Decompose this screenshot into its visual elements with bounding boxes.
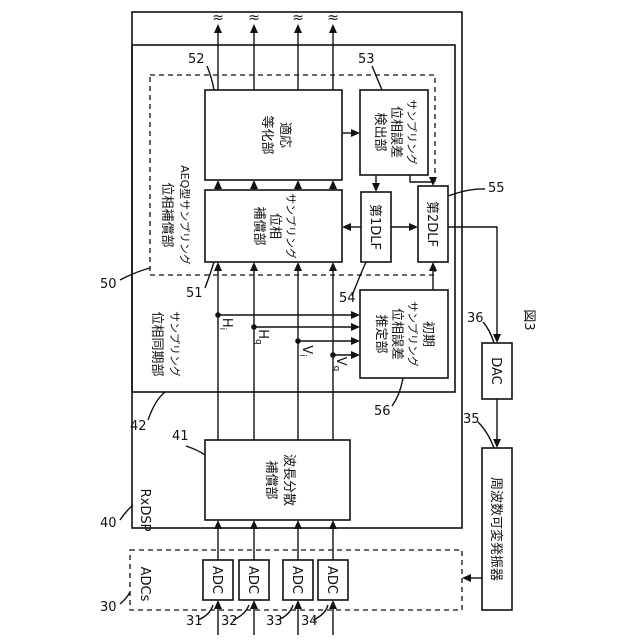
svg-text:位相: 位相 (267, 213, 282, 239)
adc3-label: ADC (289, 566, 304, 594)
ref-30: 30 (100, 600, 117, 615)
ref-55: 55 (488, 181, 505, 196)
svg-text:Hi: Hi (217, 318, 234, 330)
svg-text:サンプリング: サンプリング (406, 301, 420, 367)
svg-text:位相誤差: 位相誤差 (388, 106, 404, 158)
aeq-sampling-phase-comp-label: AEQ型サンプリング 位相補償部 (159, 165, 192, 265)
svg-text:図3: 図3 (521, 309, 536, 330)
adcs-label: ADCs (137, 567, 152, 602)
svg-text:等化部: 等化部 (259, 115, 275, 154)
ref-34: 34 (301, 614, 318, 629)
sampling-phase-sync-label: サンプリング 位相同期部 (149, 311, 182, 377)
svg-text:推定部: 推定部 (373, 314, 388, 353)
svg-text:波長分散: 波長分散 (281, 454, 296, 506)
svg-text:Vi: Vi (297, 345, 314, 356)
ref-52: 52 (188, 52, 205, 67)
svg-text:ADC: ADC (209, 566, 224, 594)
output-mark-3: ≈ (292, 10, 304, 26)
svg-text:Vq: Vq (331, 357, 348, 372)
svg-text:周波数可変発振器: 周波数可変発振器 (488, 477, 504, 581)
svg-text:RxDSP: RxDSP (137, 489, 152, 532)
output-mark-4: ≈ (327, 10, 339, 26)
signal-label-hq: Hq (253, 329, 270, 345)
ref-41: 41 (172, 429, 189, 444)
svg-text:適応: 適応 (277, 122, 293, 148)
ref-33: 33 (266, 614, 283, 629)
ref-56: 56 (374, 404, 391, 419)
second-dlf-label: 第2DLF (424, 201, 439, 247)
adc1-label: ADC (209, 566, 224, 594)
vco-label: 周波数可変発振器 (488, 477, 504, 581)
ref-31: 31 (186, 614, 203, 629)
ref-54: 54 (339, 291, 356, 306)
ref-35: 35 (463, 412, 480, 427)
dac-label: DAC (488, 357, 503, 385)
ref-40: 40 (100, 516, 117, 531)
adc2-label: ADC (245, 566, 260, 594)
svg-text:位相誤差: 位相誤差 (389, 308, 405, 360)
svg-text:ADC: ADC (324, 566, 339, 594)
svg-text:ADCs: ADCs (137, 567, 152, 602)
svg-text:ADC: ADC (289, 566, 304, 594)
svg-text:AEQ型サンプリング: AEQ型サンプリング (178, 165, 192, 265)
svg-text:位相補償部: 位相補償部 (159, 182, 174, 247)
output-mark-2: ≈ (248, 10, 260, 26)
svg-text:Hq: Hq (253, 329, 270, 345)
ref-42: 42 (130, 419, 147, 434)
svg-text:サンプリング: サンプリング (284, 193, 298, 259)
svg-text:DAC: DAC (488, 357, 503, 385)
ref-32: 32 (221, 614, 238, 629)
signal-label-vq: Vq (331, 357, 348, 372)
svg-text:サンプリング: サンプリング (405, 99, 419, 165)
figure-label: 図3 (521, 309, 536, 330)
rxdsp-label: RxDSP (137, 489, 152, 532)
ref-51: 51 (186, 286, 203, 301)
svg-text:検出部: 検出部 (372, 112, 387, 151)
svg-text:補償部: 補償部 (251, 206, 266, 245)
svg-text:第2DLF: 第2DLF (424, 201, 439, 247)
svg-text:サンプリング: サンプリング (168, 311, 182, 377)
first-dlf-label: 第1DLF (367, 204, 382, 250)
adc4-label: ADC (324, 566, 339, 594)
ref-53: 53 (358, 52, 375, 67)
svg-text:初期: 初期 (420, 321, 435, 347)
ref-50: 50 (100, 277, 117, 292)
signal-label-vi: Vi (297, 345, 314, 356)
output-mark-1: ≈ (212, 10, 224, 26)
svg-text:位相同期部: 位相同期部 (149, 311, 164, 376)
svg-text:第1DLF: 第1DLF (367, 204, 382, 250)
svg-text:ADC: ADC (245, 566, 260, 594)
svg-text:補償部: 補償部 (263, 460, 278, 499)
signal-label-hi: Hi (217, 318, 234, 330)
ref-36: 36 (467, 311, 484, 326)
